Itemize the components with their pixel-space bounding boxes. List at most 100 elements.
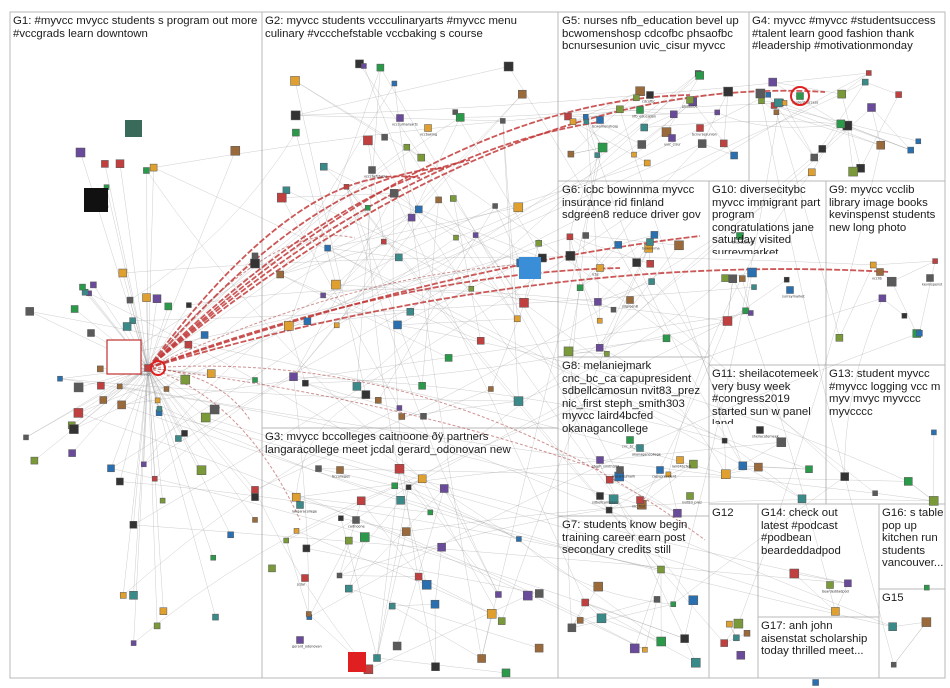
vertex-avatar[interactable] <box>595 344 604 352</box>
vertex-avatar[interactable] <box>212 613 219 621</box>
vertex-avatar[interactable] <box>876 140 885 150</box>
vertex-avatar[interactable] <box>302 379 309 387</box>
vertex-avatar[interactable] <box>293 528 300 534</box>
vertex-avatar[interactable] <box>200 331 209 339</box>
vertex-avatar[interactable] <box>569 118 577 125</box>
vertex-avatar[interactable] <box>648 278 655 285</box>
vertex-avatar[interactable] <box>640 123 648 132</box>
vertex-cnc-bc-ca[interactable] <box>626 436 634 444</box>
vertex-avatar[interactable] <box>674 240 684 251</box>
vertex-avatar[interactable] <box>728 274 738 283</box>
vertex-avatar[interactable] <box>395 253 403 262</box>
vertex-avatar[interactable] <box>284 321 294 331</box>
vertex-avatar[interactable] <box>338 515 344 521</box>
vertex-avatar[interactable] <box>901 313 908 319</box>
vertex-avatar[interactable] <box>407 213 416 222</box>
vertex-avatar[interactable] <box>439 484 449 493</box>
vertex-melaniejmark[interactable] <box>616 466 624 474</box>
vertex-avatar[interactable] <box>175 435 182 442</box>
vertex-avatar[interactable] <box>726 620 733 628</box>
vertex-steph-smith303[interactable] <box>596 456 604 464</box>
vertex-avatar[interactable] <box>670 601 676 607</box>
vertex-avatar[interactable] <box>848 166 858 177</box>
vertex-avatar[interactable] <box>90 281 97 289</box>
vertex-avatar[interactable] <box>631 151 637 158</box>
vertex-avatar[interactable] <box>723 86 733 97</box>
vertex-bcnursesunion[interactable] <box>696 124 704 132</box>
vertex-avatar[interactable] <box>514 315 521 323</box>
vertex-avatar[interactable] <box>921 617 932 627</box>
vertex-avatar[interactable] <box>417 474 427 484</box>
vertex-avatar[interactable] <box>789 568 800 579</box>
vertex-uvic-cisur[interactable] <box>668 134 676 142</box>
vertex-avatar[interactable] <box>210 554 216 561</box>
vertex-avatar[interactable] <box>57 375 63 382</box>
vertex-avatar[interactable] <box>721 437 728 444</box>
vertex-avatar[interactable] <box>673 508 682 518</box>
vertex-avatar[interactable] <box>878 294 887 303</box>
vertex-avatar[interactable] <box>394 464 405 474</box>
vertex-avatar[interactable] <box>812 679 819 686</box>
vertex-avatar[interactable] <box>73 382 84 393</box>
vertex-avatar[interactable] <box>99 396 108 404</box>
vertex-avatar[interactable] <box>427 509 434 516</box>
vertex-avatar[interactable] <box>632 258 641 267</box>
vertex-avatar[interactable] <box>70 305 79 313</box>
vertex-studentsuccess[interactable] <box>796 92 804 100</box>
vertex-avatar[interactable] <box>414 572 423 581</box>
vertex-sdgreen8[interactable] <box>626 296 634 304</box>
vertex-avatar[interactable] <box>492 203 498 209</box>
vertex-avatar[interactable] <box>352 382 362 391</box>
adobe-logo-icon[interactable] <box>348 652 366 672</box>
vertex-avatar[interactable] <box>437 542 446 552</box>
vertex-avatar[interactable] <box>567 150 575 158</box>
vertex-avatar[interactable] <box>768 77 777 87</box>
vertex-jcdal[interactable] <box>301 574 309 582</box>
vertex-avatar[interactable] <box>320 292 326 299</box>
vertex-avatar[interactable] <box>97 365 104 373</box>
vertex-avatar[interactable] <box>420 413 427 420</box>
vertex-avatar[interactable] <box>650 231 659 239</box>
vertex-avatar[interactable] <box>495 591 502 598</box>
vertex-avatar[interactable] <box>646 260 654 268</box>
vertex-avatar[interactable] <box>200 412 211 423</box>
vertex-avatar[interactable] <box>747 267 757 278</box>
vertex-laird4bcfed[interactable] <box>676 456 684 464</box>
vertex-avatar[interactable] <box>472 232 479 238</box>
vertex-avatar[interactable] <box>290 110 301 121</box>
vertex-avatar[interactable] <box>291 492 301 502</box>
vertex-avatar[interactable] <box>292 128 300 137</box>
vertex-avatar[interactable] <box>73 408 84 418</box>
vertex-avatar[interactable] <box>430 599 440 609</box>
vertex-avatar[interactable] <box>567 623 577 633</box>
vertex-bcwomenshosp[interactable] <box>596 116 604 124</box>
vertex-phsaofbc[interactable] <box>686 96 694 104</box>
vertex-avatar[interactable] <box>730 151 738 160</box>
vertex-avatar[interactable] <box>643 159 651 167</box>
vertex-avatar[interactable] <box>653 596 661 603</box>
vertex-avatar[interactable] <box>886 276 897 287</box>
vertex-avatar[interactable] <box>476 337 485 345</box>
vertex-avatar[interactable] <box>680 634 689 643</box>
vertex-avatar[interactable] <box>129 591 138 600</box>
vertex-avatar[interactable] <box>808 168 816 177</box>
vertex-avatar[interactable] <box>23 434 29 441</box>
vertex-avatar[interactable] <box>361 390 371 399</box>
vertex-vccculinaryarts[interactable] <box>396 114 404 122</box>
vertex-nfb-education[interactable] <box>636 106 644 114</box>
vertex-avatar[interactable] <box>563 346 574 357</box>
vertex-avatar[interactable] <box>149 163 158 172</box>
vertex-avatar[interactable] <box>736 651 746 660</box>
vertex-avatar[interactable] <box>376 63 385 72</box>
vertex-avatar[interactable] <box>356 496 366 506</box>
vertex-avatar[interactable] <box>153 622 161 630</box>
vertex-avatar[interactable] <box>143 167 150 174</box>
vertex-avatar[interactable] <box>396 405 403 411</box>
vertex-avatar[interactable] <box>156 406 163 412</box>
vertex-avatar[interactable] <box>107 464 115 473</box>
vertex-avatar[interactable] <box>320 162 328 171</box>
vertex-avatar[interactable] <box>605 506 613 514</box>
vertex-avatar[interactable] <box>125 120 142 137</box>
vertex-avatar[interactable] <box>629 643 640 654</box>
vertex-avatar[interactable] <box>101 160 109 168</box>
